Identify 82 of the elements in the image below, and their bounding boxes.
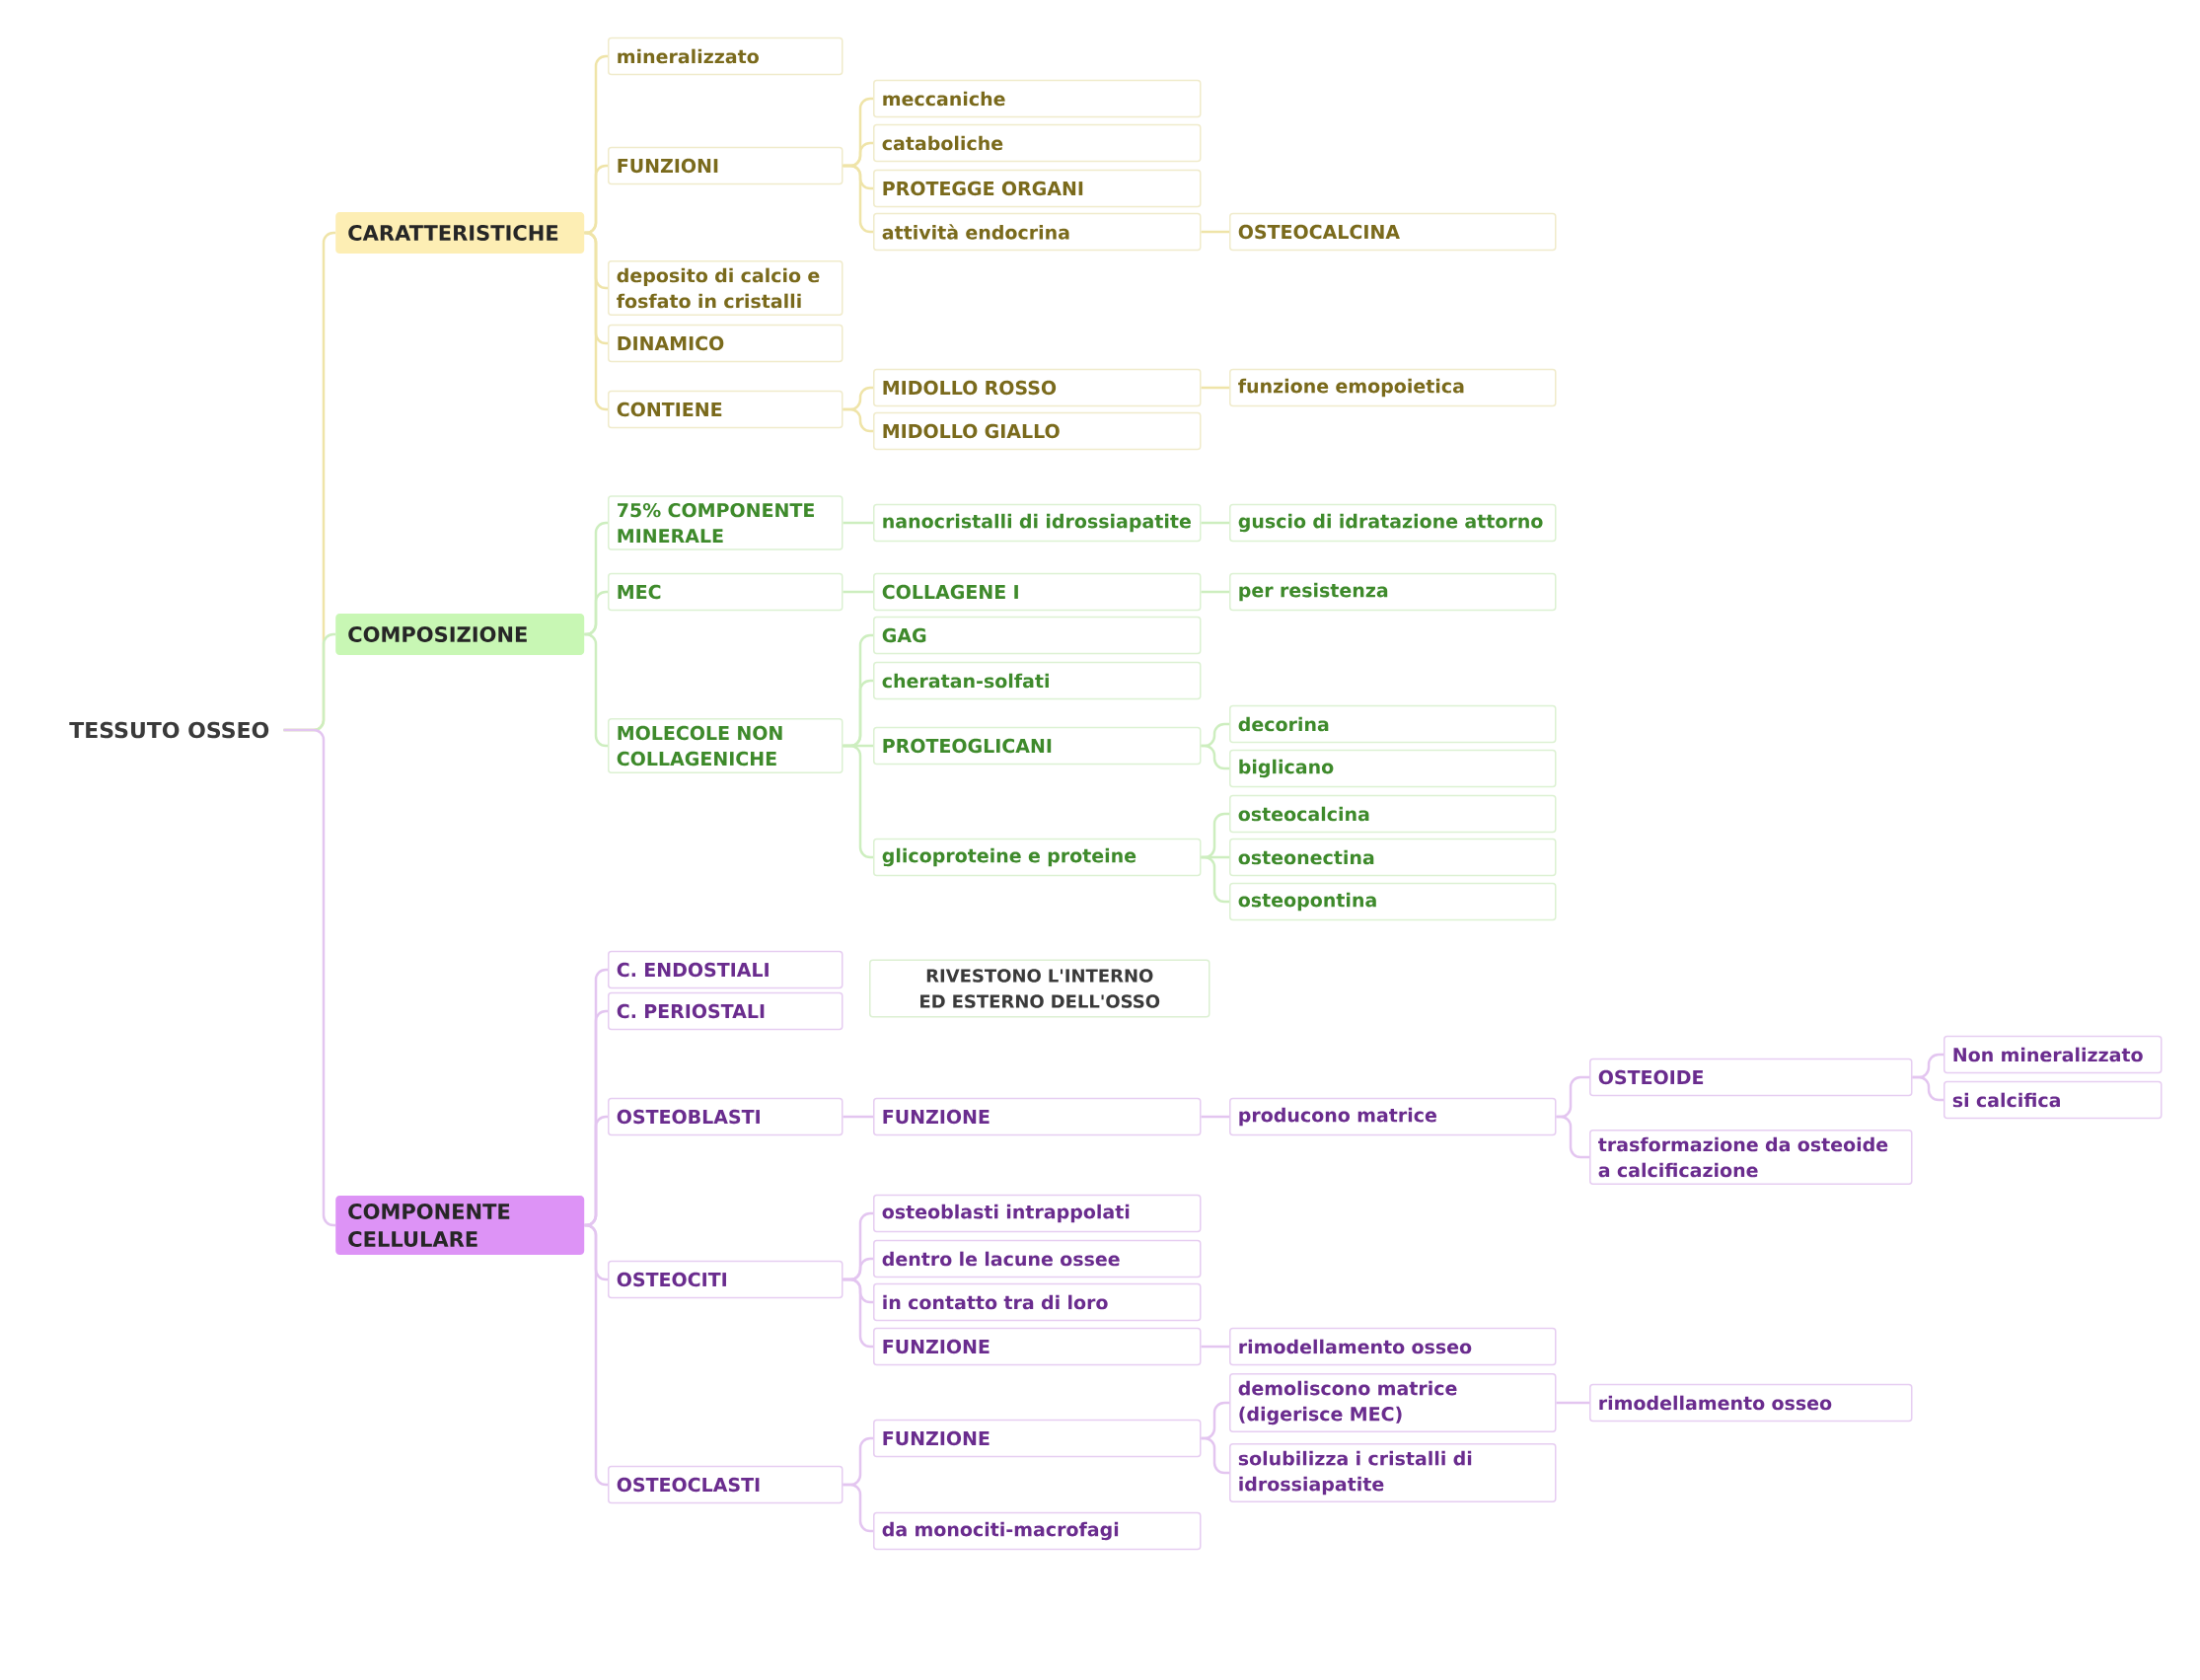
connector (1556, 1401, 1589, 1405)
note-box: RIVESTONO L'INTERNO ED ESTERNO DELL'OSSO (869, 959, 1210, 1018)
topic-box: PROTEOGLICANI (873, 726, 1202, 766)
topic-box: DINAMICO (608, 324, 843, 363)
topic-box: glicoproteine e proteine (873, 838, 1202, 877)
topic-box: FUNZIONE (873, 1419, 1202, 1458)
topic-box: in contatto tra di loro (873, 1282, 1202, 1322)
connector (584, 1223, 609, 1487)
connector (1201, 521, 1229, 525)
topic-box: si calcifica (1943, 1080, 2163, 1120)
connector (1201, 744, 1229, 770)
topic-box: rimodellamento osseo (1229, 1327, 1557, 1366)
topic-box: OSTEOCALCINA (1229, 212, 1557, 252)
connector (843, 744, 873, 859)
topic-box: osteopontina (1229, 882, 1557, 921)
topic-box: OSTEOBLASTI (608, 1097, 843, 1136)
connector (584, 590, 609, 636)
connector (1556, 1115, 1589, 1159)
topic-box: CONTIENE (608, 390, 843, 429)
topic-box: FUNZIONE (873, 1327, 1202, 1366)
topic-box: rimodellamento osseo (1589, 1383, 1913, 1423)
connector (843, 164, 873, 234)
topic-box: meccaniche (873, 79, 1202, 118)
topic-box: MIDOLLO ROSSO (873, 368, 1202, 407)
topic-box: PROTEGGE ORGANI (873, 169, 1202, 208)
topic-box: deposito di calcio e fosfato in cristalli (608, 259, 843, 317)
connector (1201, 590, 1229, 594)
connector (843, 521, 873, 525)
connector (1912, 1075, 1943, 1102)
topic-box: nanocristalli di idrossiapatite (873, 503, 1202, 543)
connector (843, 1278, 873, 1349)
connector (1201, 855, 1229, 904)
connector (283, 728, 336, 1227)
topic-box: osteoblasti intrappolati (873, 1194, 1202, 1233)
topic-box: solubilizza i cristalli di idrossiapatite (1229, 1443, 1557, 1502)
topic-box: osteonectina (1229, 838, 1557, 877)
topic-box: MOLECOLE NON COLLAGENICHE (608, 718, 843, 773)
topic-box: producono matrice (1229, 1097, 1557, 1136)
connector (584, 1115, 609, 1227)
topic-box: FUNZIONE (873, 1097, 1202, 1136)
topic-box: OSTEOCLASTI (608, 1465, 843, 1504)
connector (584, 231, 609, 411)
connector (1201, 1345, 1229, 1349)
topic-box: C. ENDOSTIALI (608, 950, 843, 989)
topic-box: C. PERIOSTALI (608, 991, 843, 1031)
topic-box: osteocalcina (1229, 794, 1557, 834)
topic-box: MEC (608, 572, 843, 612)
connector (843, 1115, 873, 1119)
connector (843, 590, 873, 594)
topic-box: da monociti-macrofagi (873, 1511, 1202, 1551)
topic-box: MIDOLLO GIALLO (873, 411, 1202, 451)
topic-box: funzione emopoietica (1229, 368, 1557, 407)
connector (1201, 386, 1229, 390)
connector (1201, 1436, 1229, 1475)
topic-box: cheratan-solfati (873, 661, 1202, 700)
topic-box: cataboliche (873, 123, 1202, 163)
main-topic-box: COMPONENTE CELLULARE (335, 1196, 585, 1255)
topic-box: OSTEOIDE (1589, 1058, 1913, 1097)
connector (584, 632, 609, 748)
topic-box: per resistenza (1229, 572, 1557, 612)
topic-box: decorina (1229, 704, 1557, 744)
topic-box: Non mineralizzato (1943, 1035, 2163, 1074)
topic-box: demoliscono matrice (digerisce MEC) (1229, 1373, 1557, 1433)
root-topic: TESSUTO OSSEO (69, 721, 269, 739)
topic-box: dentro le lacune ossee (873, 1239, 1202, 1278)
topic-box: guscio di idratazione attorno (1229, 503, 1557, 543)
main-topic-box: COMPOSIZIONE (335, 614, 585, 655)
topic-box: OSTEOCITI (608, 1260, 843, 1299)
topic-box: attività endocrina (873, 212, 1202, 252)
topic-box: GAG (873, 616, 1202, 655)
topic-box: 75% COMPONENTE MINERALE (608, 495, 843, 550)
topic-box: mineralizzato (608, 37, 843, 76)
connector (1201, 1115, 1229, 1119)
topic-box: FUNZIONI (608, 146, 843, 185)
topic-box: trasformazione da osteoide a calcificazione (1589, 1129, 1913, 1186)
main-topic-box: CARATTERISTICHE (335, 212, 585, 254)
connector (843, 407, 873, 433)
topic-box: COLLAGENE I (873, 572, 1202, 612)
connector (1201, 230, 1229, 234)
topic-box: biglicano (1229, 749, 1557, 788)
connector (843, 1483, 873, 1533)
connector (584, 164, 609, 235)
